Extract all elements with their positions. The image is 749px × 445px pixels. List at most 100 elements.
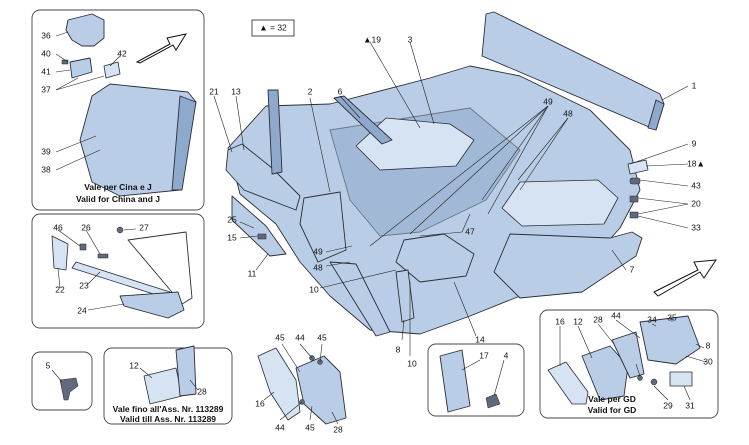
part-5-fastener [59,377,79,401]
part-28-bracket-a [175,345,197,397]
callout-30: 30 [703,356,713,366]
part-13-trim [225,143,301,211]
callout-45-c: 45 [305,422,315,432]
legend-text: ▲ = 32 [259,22,287,32]
callout-25: 25 [227,214,237,224]
part-10-strip [329,261,391,337]
callout-1: 1 [692,80,697,90]
part-16-gd [547,361,589,405]
inset-assy-caption-1: Vale fino all'Ass. Nr. 113289 [113,404,224,414]
direction-arrow-right [653,259,717,297]
part-28-gd [611,331,645,379]
part-42-pad [103,61,121,79]
callout-27: 27 [139,222,149,232]
callout-2: 2 [308,86,313,96]
callout-28-main: 28 [333,424,343,434]
part-29-fastener [650,378,658,386]
part-15-clip [257,233,267,240]
callout-20: 20 [691,198,701,208]
part-36-bracket [65,13,105,47]
callout-49-low: 49 [313,246,323,256]
part-18-pad [627,159,649,175]
callout-28-inset: 28 [197,386,207,396]
part-22-trim [51,235,69,271]
callout-10-left: 10 [309,284,319,294]
callout-9: 9 [692,138,697,148]
part-12-gd [581,345,629,401]
part-28-bracket-main [295,355,347,425]
callout-24: 24 [77,305,87,315]
callout-49-top: 49 [543,96,553,106]
part-3-mat [355,117,475,171]
part-11-pillar [231,195,287,257]
callout-44-b: 44 [275,422,285,432]
callout-39: 39 [41,146,51,156]
part-1-edge [647,99,665,131]
callout-40: 40 [41,48,51,58]
callout-3: 3 [408,34,413,44]
part-41-clip [61,59,69,65]
callout-48-top: 48 [563,108,573,118]
inset-china-caption-2: Valid for China and J [76,194,160,204]
callout-34: 34 [647,314,657,324]
callout-38: 38 [41,164,51,174]
callout-16-gd: 16 [555,316,565,326]
part-46-clip [79,243,87,251]
callout-10-low: 10 [407,358,417,368]
callout-44-gd: 44 [611,310,621,320]
legend-box [251,19,295,37]
callout-6: 6 [338,86,343,96]
part-27-fastener [116,226,124,234]
callout-17: 17 [479,350,489,360]
inset-assy-caption-2: Valid till Ass. Nr. 113289 [120,414,216,424]
callout-8-gd: 8 [706,340,711,350]
inset-gd-caption-1: Vale per GD [588,394,636,404]
callout-12-gd: 12 [573,316,583,326]
part-43-clip [629,177,641,185]
callout-37: 37 [41,84,51,94]
part-34-35-panel [639,315,701,365]
callout-15: 15 [227,232,237,242]
part-8-strip [395,269,415,323]
callout-45-a: 45 [275,332,285,342]
callout-47: 47 [465,226,475,236]
callout-35: 35 [667,312,677,322]
callout-43: 43 [691,180,701,190]
part-40-pad [69,57,93,79]
callout-33: 33 [691,222,701,232]
callout-12-inset: 12 [129,360,139,370]
callout-5: 5 [46,360,51,370]
part-20-clip [629,195,639,203]
part-2-panel [299,191,347,263]
callout-13: 13 [231,86,241,96]
callout-18: 18▲ [687,158,705,168]
part-17-pad [439,349,471,413]
inset-gd-caption-2: Valid for GD [588,405,637,415]
callout-28-gd: 28 [593,314,603,324]
part-33-clip [629,211,639,219]
callout-26: 26 [81,222,91,232]
callout-8-main: 8 [396,344,401,354]
part-7-front-mat [493,231,643,299]
callout-4: 4 [504,350,509,360]
part-44-gd-screw [637,375,643,381]
direction-arrow-top [135,33,188,64]
part-21-post [267,89,283,175]
callout-36: 36 [41,30,51,40]
callout-42: 42 [117,48,127,58]
callout-14: 14 [475,334,485,344]
callout-48-low: 48 [313,262,323,272]
callout-22: 22 [55,284,65,294]
callout-45-b: 45 [317,332,327,342]
callout-16-main: 16 [255,398,265,408]
callout-46: 46 [53,222,63,232]
callout-7: 7 [630,264,635,274]
callout-41: 41 [41,66,51,76]
part-seal-frame [127,231,193,305]
callout-29: 29 [663,400,673,410]
part-38-side [171,95,197,191]
callout-21: 21 [209,86,219,96]
callout-44-a: 44 [295,332,305,342]
